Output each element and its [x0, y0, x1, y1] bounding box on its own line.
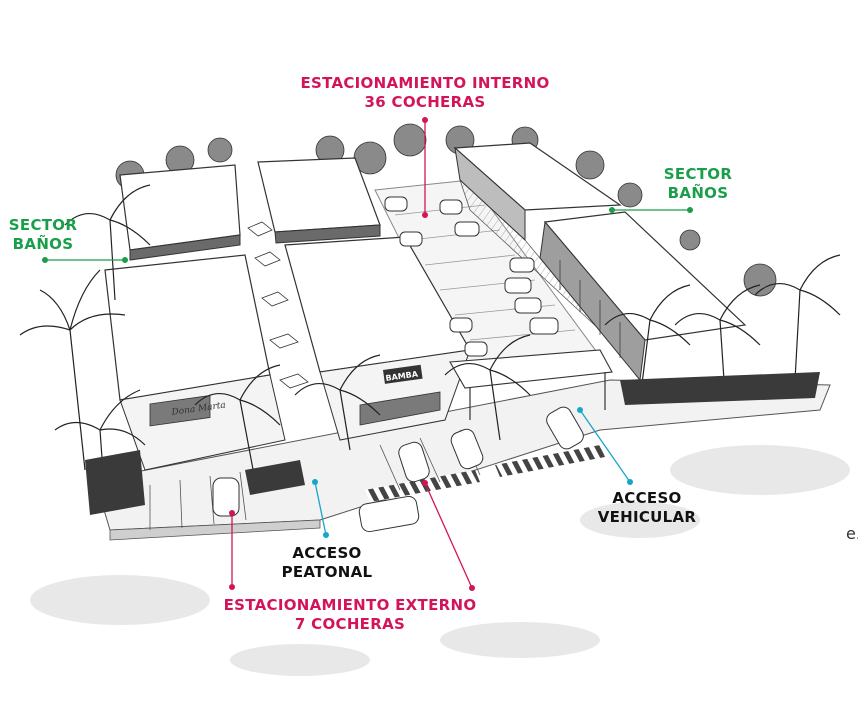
dot-pedestrian-access-start: [312, 479, 318, 485]
dot-baths-right-end: [687, 207, 693, 213]
dot-internal-parking-top: [422, 117, 428, 123]
label-vehicle-access: ACCESO VEHICULAR: [585, 489, 709, 527]
label-internal-parking-line2: 36 COCHERAS: [364, 93, 486, 111]
label-pedestrian-access: ACCESO PEATONAL: [272, 544, 382, 582]
planter-beds: [85, 372, 820, 515]
cars: [212, 196, 584, 533]
center-building-sign-plate: [383, 364, 423, 384]
label-baths-right-line2: BAÑOS: [667, 184, 729, 202]
leader-vehicle-access: [579, 409, 631, 483]
dot-vehicle-access-end: [627, 479, 633, 485]
building-top-right: [453, 142, 622, 331]
label-vehicle-access-line1: ACCESO: [612, 489, 682, 507]
label-internal-parking: ESTACIONAMIENTO INTERNO 36 COCHERAS: [290, 74, 560, 112]
vehicle-entrance-canopy: [449, 349, 613, 420]
label-pedestrian-access-line2: PEATONAL: [281, 563, 373, 581]
label-internal-parking-line1: ESTACIONAMIENTO INTERNO: [300, 74, 550, 92]
label-baths-left: SECTOR BAÑOS: [0, 216, 86, 254]
leader-lines: [42, 117, 693, 591]
dot-external-parking-left-end: [229, 584, 235, 590]
dot-baths-left-start: [42, 257, 48, 263]
dot-external-parking-right-start: [422, 480, 428, 486]
building-left-large: [104, 254, 286, 471]
label-baths-right-line1: SECTOR: [663, 165, 733, 183]
dot-external-parking-left-start: [229, 510, 235, 516]
building-center-large: [284, 236, 471, 441]
label-baths-left-line1: SECTOR: [8, 216, 78, 234]
label-baths-right: SECTOR BAÑOS: [648, 165, 748, 203]
background-trees: [115, 123, 777, 297]
label-external-parking-line1: ESTACIONAMIENTO EXTERNO: [223, 596, 477, 614]
patio-umbrellas: [247, 221, 309, 389]
dot-baths-right-start: [609, 207, 615, 213]
ground-shadows: [30, 445, 850, 676]
label-vehicle-access-line2: VEHICULAR: [597, 508, 697, 526]
stray-text-fragment: e.: [846, 524, 858, 543]
label-baths-left-line2: BAÑOS: [12, 235, 74, 253]
dot-internal-parking-end: [422, 212, 428, 218]
crosswalks: [365, 445, 605, 502]
label-external-parking: ESTACIONAMIENTO EXTERNO 7 COCHERAS: [210, 596, 490, 634]
building-top-middle: [257, 157, 381, 244]
dot-baths-left-end: [122, 257, 128, 263]
label-external-parking-line2: 7 COCHERAS: [294, 615, 406, 633]
dot-external-parking-right-end: [469, 585, 475, 591]
dot-pedestrian-access-end: [323, 532, 329, 538]
leader-pedestrian-access: [314, 481, 327, 536]
leader-external-parking-right: [424, 482, 473, 589]
building-top-left: [119, 164, 241, 261]
building-right: [539, 211, 747, 382]
dot-vehicle-access-start: [577, 407, 583, 413]
label-pedestrian-access-line1: ACCESO: [292, 544, 362, 562]
